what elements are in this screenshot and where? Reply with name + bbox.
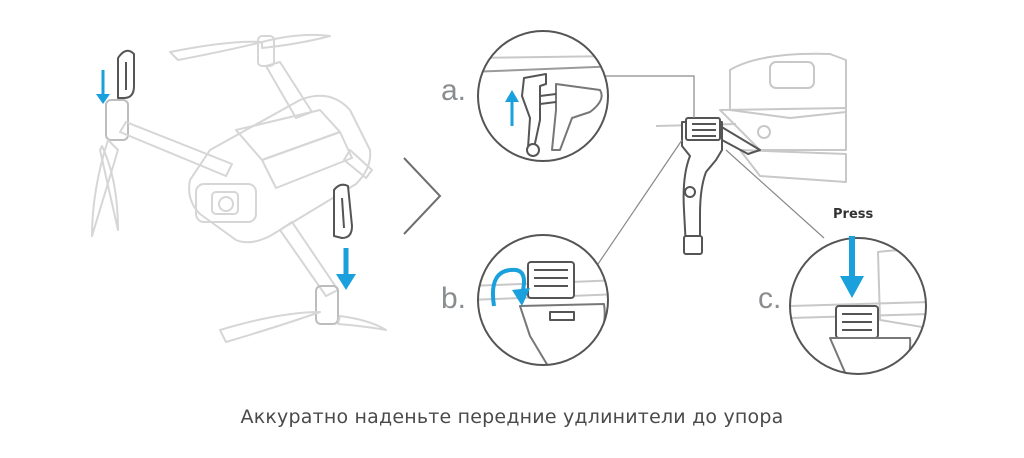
arrow-down-icon [840, 236, 864, 298]
landing-gear-illustration [655, 52, 847, 255]
detail-circle-a [477, 30, 609, 162]
front-extension-left [117, 49, 135, 99]
step-label-a: a. [441, 74, 467, 107]
detail-circle-c [789, 236, 927, 375]
drone-illustration [91, 33, 387, 343]
arrow-up-icon [505, 90, 519, 126]
step-label-b: b. [441, 282, 467, 315]
step-label-c: c. [758, 282, 782, 315]
press-label: Press [833, 207, 874, 222]
chevron-right-icon [403, 157, 442, 235]
arrow-down-icon [336, 248, 356, 290]
detail-circle-b [477, 234, 609, 366]
connector-lines [597, 75, 825, 265]
front-extension-right [333, 183, 353, 239]
caption: Аккуратно наденьте передние удлинители д… [240, 406, 784, 428]
rotate-arrow-icon [491, 267, 530, 307]
arrow-down-icon [96, 70, 110, 104]
